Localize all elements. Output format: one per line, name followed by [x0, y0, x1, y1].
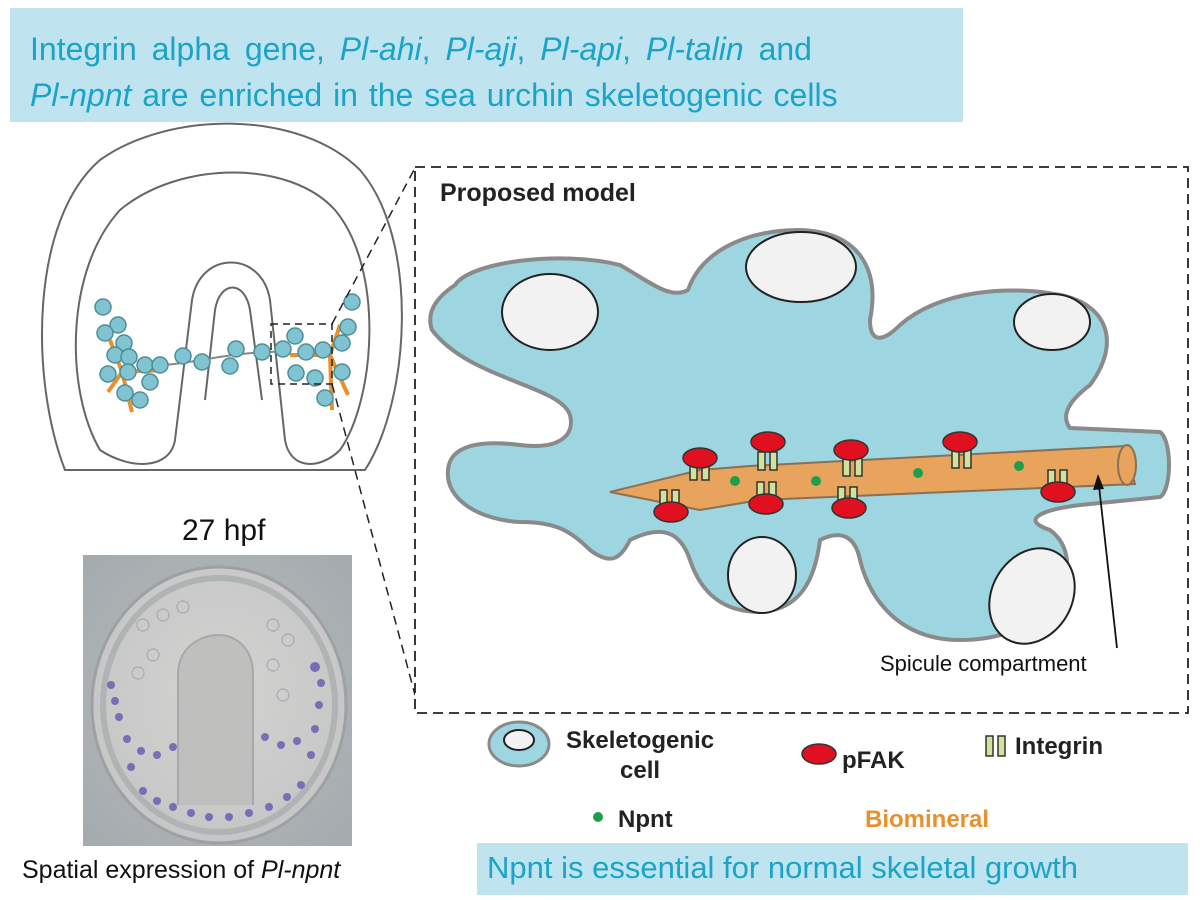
nuclei	[501, 231, 1091, 645]
integrin-pfak-complexes	[653, 431, 1076, 523]
legend-biomineral: Biomineral	[865, 806, 990, 833]
legend-skeletogenic-cell: Skeletogenic cell	[566, 727, 715, 784]
legend-npnt: Npnt	[618, 806, 673, 833]
npnt-dots	[730, 461, 1024, 486]
title-line-1: Integrin alpha gene, Pl-ahi, Pl-aji, Pl-…	[30, 31, 812, 67]
legend-icons	[487, 720, 1006, 822]
conclusion-banner: Npnt is essential for normal skeletal gr…	[477, 843, 1188, 895]
conclusion-text: Npnt is essential for normal skeletal gr…	[487, 850, 1078, 885]
legend-integrin: Integrin	[1015, 733, 1103, 760]
spicule-arrow-head	[1093, 474, 1104, 490]
title-banner: Integrin alpha gene, Pl-ahi, Pl-aji, Pl-…	[10, 8, 963, 122]
embryo-cells	[94, 293, 361, 409]
model-title: Proposed model	[440, 179, 636, 207]
title-line-2: Pl-npnt are enriched in the sea urchin s…	[30, 77, 838, 113]
spicule-compartment-label: Spicule compartment	[880, 651, 1087, 676]
legend-pfak: pFAK	[842, 747, 905, 774]
proposed-model-panel	[414, 166, 1189, 714]
stage-label: 27 hpf	[182, 514, 266, 547]
micrograph-caption: Spatial expression of Pl-npnt	[22, 856, 341, 884]
micrograph-image	[83, 555, 352, 846]
skeletogenic-syncytium	[428, 228, 1171, 642]
zoom-selection-box	[270, 323, 333, 385]
embryo-schematic	[41, 122, 416, 696]
